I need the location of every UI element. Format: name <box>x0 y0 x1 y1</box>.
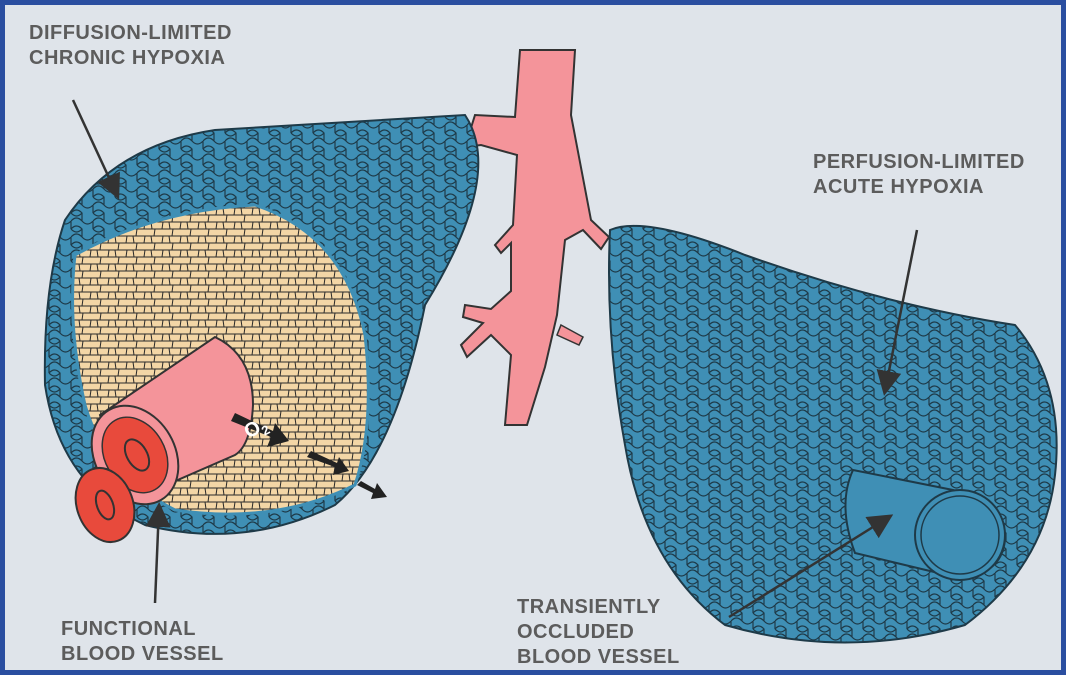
occluded-vessel-line-2: OCCLUDED <box>517 620 680 645</box>
hypoxia-illustration <box>5 5 1066 675</box>
perfusion-limited-line-2: ACUTE HYPOXIA <box>813 175 1025 200</box>
functional-vessel-line-1: FUNCTIONAL <box>61 617 224 642</box>
right-tumor-cone <box>609 226 1057 643</box>
branching-vessel <box>461 50 609 425</box>
functional-vessel-label: FUNCTIONAL BLOOD VESSEL <box>61 617 224 667</box>
occluded-vessel-label: TRANSIENTLY OCCLUDED BLOOD VESSEL <box>517 595 680 670</box>
occluded-vessel-line-1: TRANSIENTLY <box>517 595 680 620</box>
diffusion-limited-label: DIFFUSION-LIMITED CHRONIC HYPOXIA <box>29 21 232 71</box>
perfusion-limited-line-1: PERFUSION-LIMITED <box>813 150 1025 175</box>
occluded-vessel-line-3: BLOOD VESSEL <box>517 645 680 670</box>
diffusion-limited-line-1: DIFFUSION-LIMITED <box>29 21 232 46</box>
perfusion-limited-label: PERFUSION-LIMITED ACUTE HYPOXIA <box>813 150 1025 200</box>
diffusion-limited-line-2: CHRONIC HYPOXIA <box>29 46 232 71</box>
functional-vessel-line-2: BLOOD VESSEL <box>61 642 224 667</box>
